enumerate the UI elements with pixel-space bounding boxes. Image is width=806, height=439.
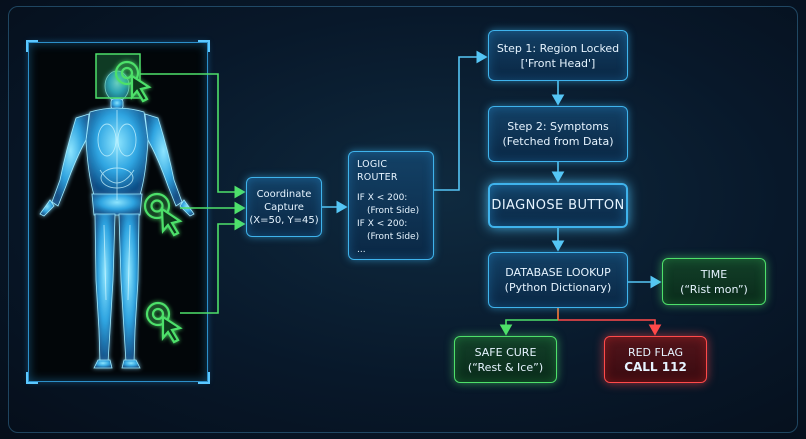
logic-router-line1: IF X < 200: xyxy=(357,193,408,203)
click-target-icon[interactable] xyxy=(114,60,152,103)
red-flag-line2: CALL 112 xyxy=(624,359,687,374)
click-target-icon[interactable] xyxy=(143,192,183,237)
panel-corner xyxy=(26,372,38,384)
click-target-icon[interactable] xyxy=(145,301,183,344)
step1-line1: Step 1: Region Locked xyxy=(496,41,620,55)
red-flag-box: RED FLAG CALL 112 xyxy=(604,336,707,383)
time-line2: (“Rist mon”) xyxy=(680,282,748,296)
safe-cure-line2: (“Rest & Ice”) xyxy=(467,360,544,374)
step2-line2: (Fetched from Data) xyxy=(502,135,614,148)
panel-corner xyxy=(198,372,210,384)
human-body-figure xyxy=(39,70,195,369)
red-flag-line1: RED FLAG xyxy=(627,345,684,359)
safe-cure-line1: SAFE CURE xyxy=(474,345,537,359)
body-organs xyxy=(97,110,137,301)
step2-box: Step 2: Symptoms (Fetched from Data) xyxy=(488,106,628,162)
connector-to-red-flag xyxy=(558,319,662,336)
coordinate-capture-box: Coordinate Capture (X=50, Y=45) xyxy=(246,177,322,237)
coordinate-capture-line3: (X=50, Y=45) xyxy=(249,214,319,226)
panel-corner xyxy=(198,40,210,52)
connector-head-to-capture xyxy=(140,73,246,199)
logic-router-box: LOGIC ROUTER IF X < 200: (Front Side) IF… xyxy=(348,151,434,260)
connector-to-safe-cure xyxy=(499,319,558,336)
logic-router-line5: ... xyxy=(357,245,366,255)
logic-router-line4: (Front Side) xyxy=(367,232,420,242)
coordinate-capture-line2: Capture xyxy=(264,201,304,213)
diagnose-button[interactable]: DIAGNOSE BUTTON xyxy=(488,183,628,228)
logic-router-line3: IF X < 200: xyxy=(357,219,408,229)
connector-leg-to-capture xyxy=(180,217,246,314)
time-box: TIME (“Rist mon”) xyxy=(662,258,766,305)
step2-line1: Step 2: Symptoms xyxy=(507,120,609,133)
time-line1: TIME xyxy=(700,267,728,281)
database-lookup-line2: (Python Dictionary) xyxy=(504,281,612,294)
database-lookup-box: DATABASE LOOKUP (Python Dictionary) xyxy=(488,252,628,308)
connector-router-to-step1 xyxy=(434,50,488,191)
diagnose-button-label: DIAGNOSE BUTTON xyxy=(491,198,625,213)
safe-cure-box: SAFE CURE (“Rest & Ice”) xyxy=(454,336,557,383)
logic-router-title: LOGIC ROUTER xyxy=(357,159,398,183)
step1-line2: ['Front Head'] xyxy=(520,56,596,70)
outer-frame xyxy=(8,6,798,433)
step1-box: Step 1: Region Locked ['Front Head'] xyxy=(488,30,628,81)
coordinate-capture-line1: Coordinate xyxy=(256,188,312,200)
database-lookup-line1: DATABASE LOOKUP xyxy=(505,266,611,279)
logic-router-line2: (Front Side) xyxy=(367,206,420,216)
panel-corner xyxy=(26,40,38,52)
